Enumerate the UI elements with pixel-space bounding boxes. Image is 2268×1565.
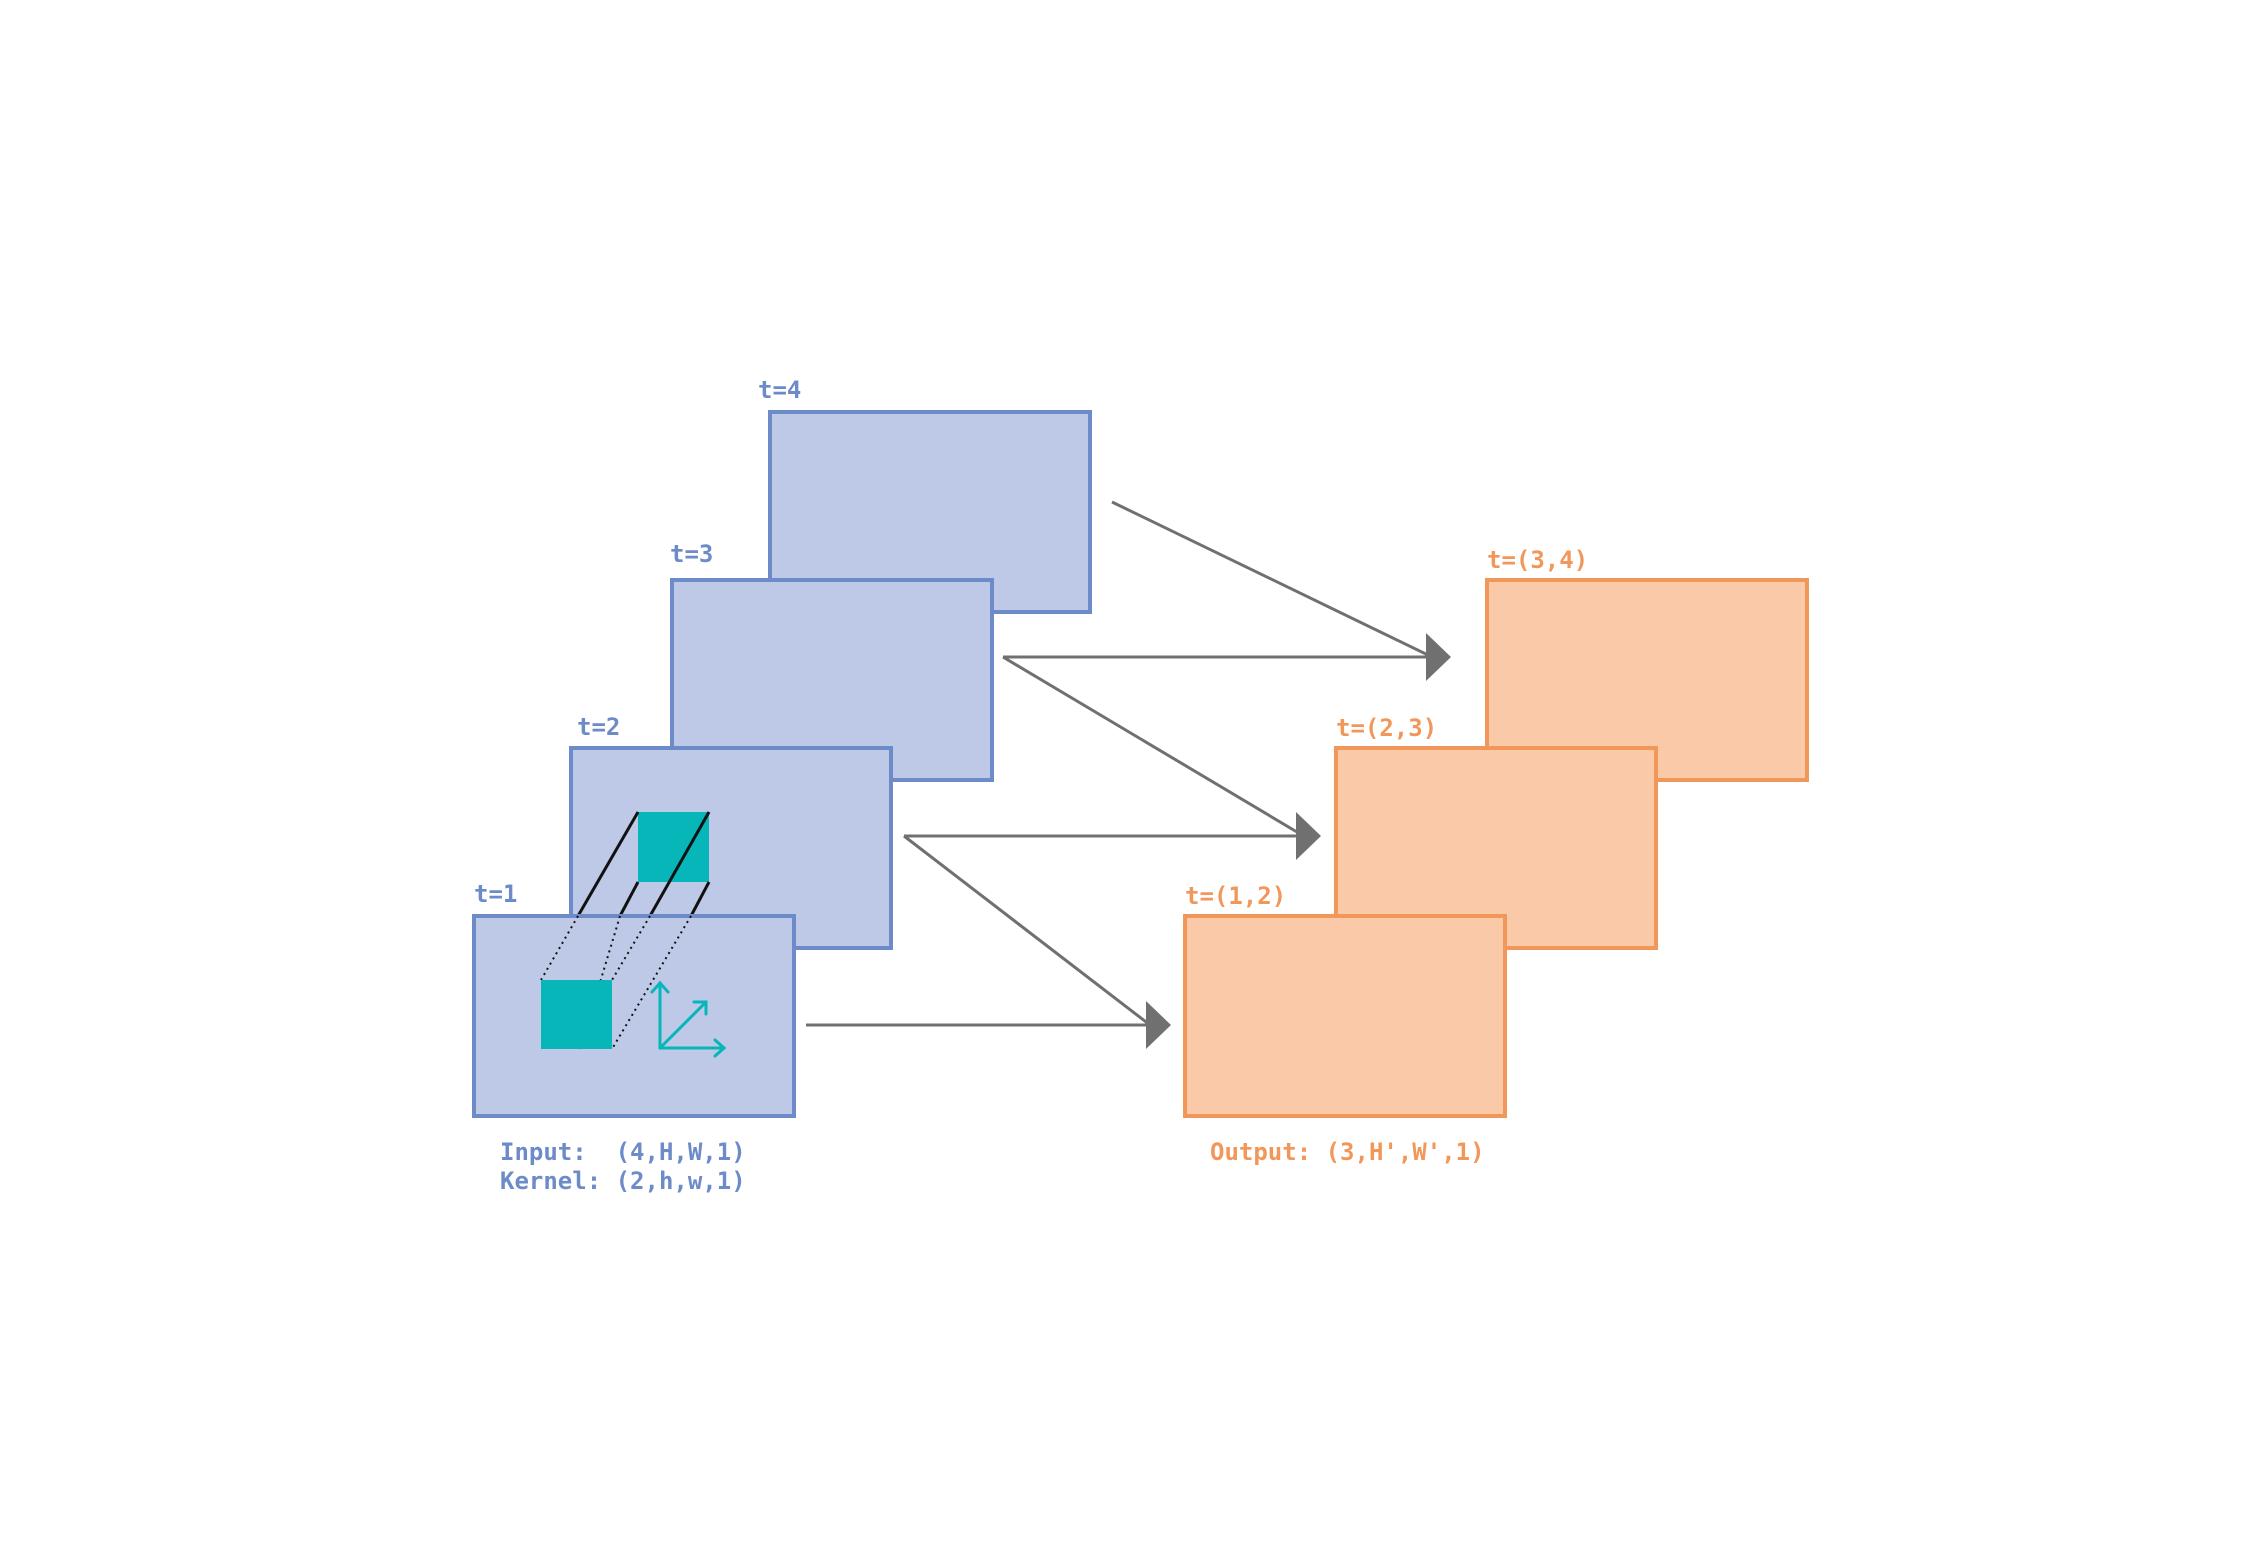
output-frame-t34-label: t=(3,4): [1487, 546, 1588, 574]
input-frame-t1: [472, 914, 796, 1118]
arrow-t1-to-t12: [806, 1001, 1171, 1049]
kernel-shape-caption: Kernel: (2,h,w,1): [500, 1167, 746, 1195]
kernel-edge-left: [576, 811, 640, 917]
input-shape-caption: Input: (4,H,W,1): [500, 1138, 746, 1166]
axes-icon: [650, 980, 727, 1058]
input-frame-t4-label: t=4: [758, 376, 801, 404]
output-frame-t12: [1183, 914, 1507, 1118]
arrow-t3-to-t34: [1003, 633, 1451, 681]
kernel-edge-mid: [618, 881, 640, 917]
kernel-patch-t1: [541, 980, 612, 1049]
arrow-t4-to-t34: [1111, 500, 1431, 658]
kernel-dotted-edge-2: [611, 915, 651, 981]
input-frame-t1-label: t=1: [474, 880, 517, 908]
kernel-edge-right: [648, 811, 711, 917]
kernel-edge-bottom-right: [689, 881, 711, 917]
output-frame-t12-label: t=(1,2): [1185, 882, 1286, 910]
kernel-dotted-edge-4: [611, 915, 692, 1050]
arrow-t2-to-t23: [904, 812, 1321, 860]
kernel-patch-t2: [638, 812, 709, 882]
output-shape-caption: Output: (3,H',W',1): [1210, 1138, 1485, 1166]
arrow-t3-to-t23: [1002, 655, 1303, 837]
input-frame-t2-label: t=2: [577, 713, 620, 741]
output-frame-t23-label: t=(2,3): [1336, 714, 1437, 742]
input-frame-t3-label: t=3: [670, 540, 713, 568]
arrow-t2-to-t12: [903, 834, 1151, 1027]
kernel-dotted-edge-1: [540, 915, 579, 981]
